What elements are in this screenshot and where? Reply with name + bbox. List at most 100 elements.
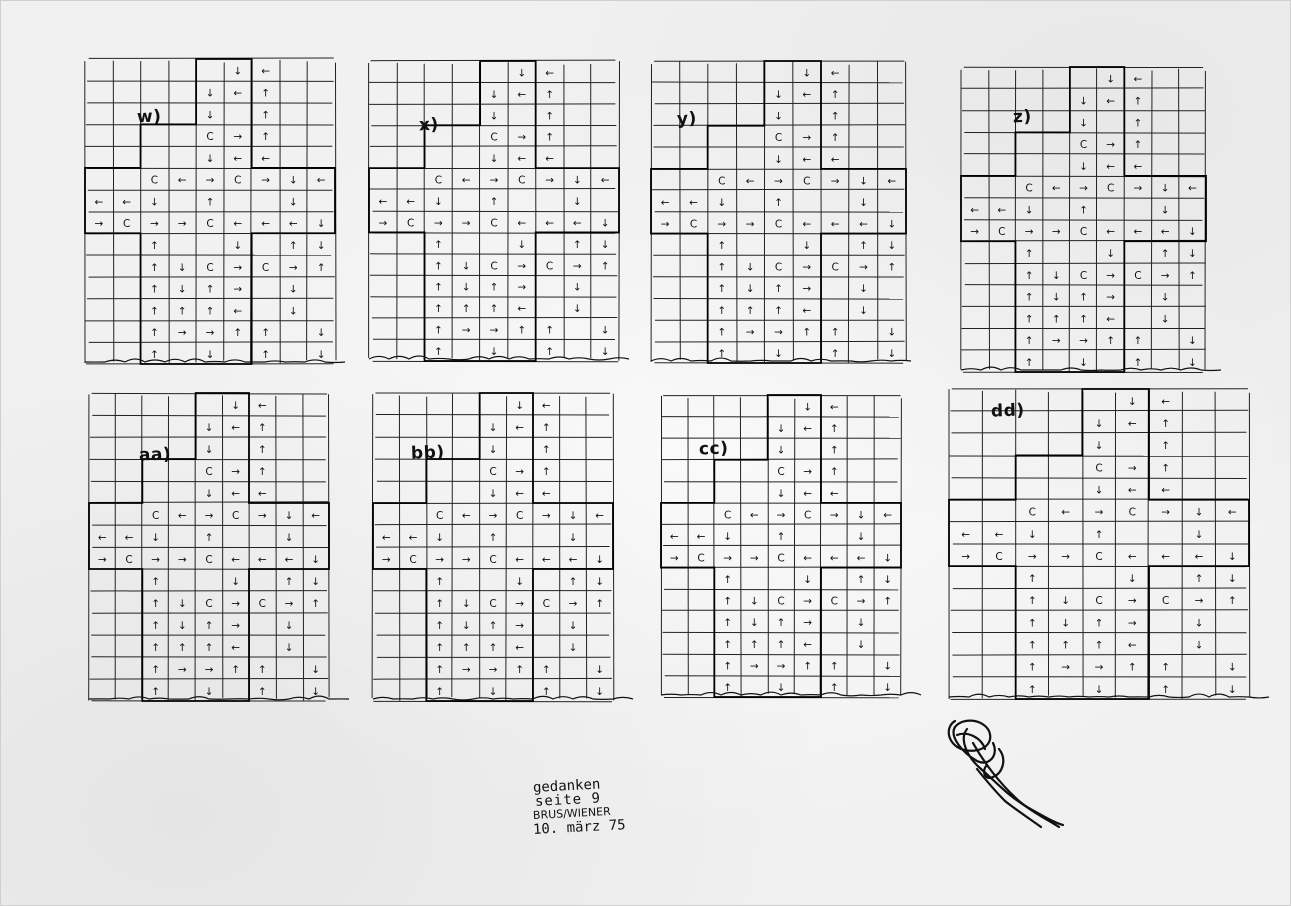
grid-rule [951,610,1248,611]
c-mark: C [234,175,241,187]
left-arrow-mark: ← [233,218,242,230]
c-mark: C [1095,551,1102,563]
left-arrow-mark: ← [670,531,679,543]
down-arrow-mark: ↓ [1188,335,1197,347]
left-arrow-mark: ← [98,532,107,544]
down-arrow-mark: ↓ [1095,418,1104,430]
c-mark: C [775,262,782,274]
left-arrow-mark: ← [750,509,759,521]
right-arrow-mark: → [859,262,868,274]
c-mark: C [518,175,525,187]
left-arrow-mark: ← [125,532,134,544]
c-mark: C [718,175,725,187]
up-arrow-mark: ↑ [830,445,839,457]
c-mark: C [1129,507,1136,519]
grid-rule [1151,71,1152,369]
up-arrow-mark: ↑ [151,598,160,610]
right-arrow-mark: → [569,598,578,610]
left-arrow-mark: ← [1161,396,1170,408]
grid-rule [953,588,1246,589]
grid-rule [964,220,1203,221]
down-arrow-mark: ↓ [1161,204,1170,216]
up-arrow-mark: ↑ [542,686,551,698]
up-arrow-mark: ↑ [1161,684,1170,696]
c-mark: C [123,218,130,230]
down-arrow-mark: ↓ [883,682,892,694]
up-arrow-mark: ↑ [434,239,443,251]
down-arrow-mark: ↓ [205,422,214,434]
up-arrow-mark: ↑ [1133,357,1142,369]
c-mark: C [1029,507,1036,519]
down-arrow-mark: ↓ [1079,117,1088,129]
left-arrow-mark: ← [409,532,418,544]
left-arrow-mark: ← [258,400,267,412]
left-arrow-mark: ← [1195,551,1204,563]
left-arrow-mark: ← [802,219,811,231]
down-arrow-mark: ↓ [887,240,896,252]
up-arrow-mark: ↑ [803,660,812,672]
right-arrow-mark: → [378,217,387,229]
grid-rule [661,524,901,525]
down-arrow-mark: ↓ [750,596,759,608]
left-arrow-mark: ← [317,175,326,187]
up-arrow-mark: ↑ [1095,640,1104,652]
right-arrow-mark: → [573,260,582,272]
right-arrow-mark: → [746,326,755,338]
right-arrow-mark: → [1061,551,1070,563]
c-mark: C [206,131,213,143]
down-arrow-mark: ↓ [285,642,294,654]
up-arrow-mark: ↑ [774,283,783,295]
right-arrow-mark: → [774,326,783,338]
left-arrow-mark: ← [261,66,270,78]
down-arrow-mark: ↓ [1128,396,1137,408]
grid-rule [654,299,904,300]
grid-rule [793,62,794,360]
c-mark: C [803,175,810,187]
up-arrow-mark: ↑ [435,686,444,698]
down-arrow-mark: ↓ [178,620,187,632]
right-arrow-mark: → [517,260,526,272]
c-mark: C [1080,270,1087,282]
up-arrow-mark: ↑ [258,422,267,434]
up-arrow-mark: ↑ [1133,117,1142,129]
up-arrow-mark: ↑ [1052,313,1061,325]
up-arrow-mark: ↑ [1095,529,1104,541]
c-mark: C [777,553,784,565]
down-arrow-mark: ↓ [490,89,499,101]
grid-panel-y: ↓←↓←↑↓↑C→↑↓←←C←→C→↓←←←↓↑↓→C→→C←←←↓↑↓↑↓↑↓… [651,61,906,363]
up-arrow-mark: ↑ [1079,204,1088,216]
down-arrow-mark: ↓ [887,219,896,231]
right-arrow-mark: → [857,596,866,608]
down-arrow-mark: ↓ [859,175,868,187]
up-arrow-mark: ↑ [1061,640,1070,652]
down-arrow-mark: ↓ [1028,529,1037,541]
down-arrow-mark: ↓ [1061,617,1070,629]
left-arrow-mark: ← [802,154,811,166]
up-arrow-mark: ↑ [830,660,839,672]
up-arrow-mark: ↑ [150,262,159,274]
up-arrow-mark: ↑ [233,327,242,339]
right-arrow-mark: → [1128,617,1137,629]
right-arrow-mark: → [803,617,812,629]
down-arrow-mark: ↓ [774,89,783,101]
down-arrow-mark: ↓ [595,664,604,676]
grid-rule [655,341,905,342]
grid-rule [651,189,904,190]
down-arrow-mark: ↓ [489,488,498,500]
down-arrow-mark: ↓ [1188,357,1197,369]
up-arrow-mark: ↑ [311,598,320,610]
left-arrow-mark: ← [378,196,387,208]
grid-rule [740,397,741,697]
down-arrow-mark: ↓ [802,68,811,80]
c-mark: C [1107,183,1114,195]
right-arrow-mark: → [1061,662,1070,674]
up-arrow-mark: ↑ [717,348,726,360]
up-arrow-mark: ↑ [1028,684,1037,696]
down-arrow-mark: ↓ [777,445,786,457]
down-arrow-mark: ↓ [206,109,215,121]
down-arrow-mark: ↓ [150,196,159,208]
right-arrow-mark: → [94,218,103,230]
down-arrow-mark: ↓ [285,532,294,544]
up-arrow-mark: ↑ [205,642,214,654]
